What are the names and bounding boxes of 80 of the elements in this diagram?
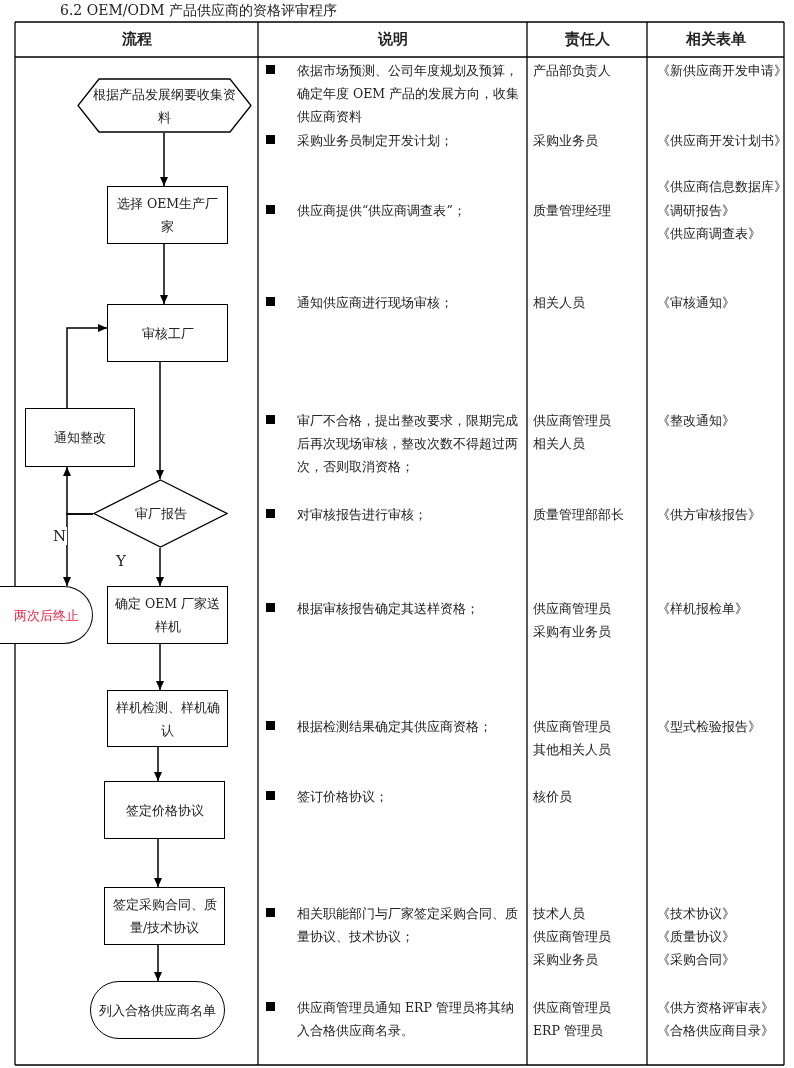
table-text: 《供应商调查表》 xyxy=(657,225,762,243)
column-header: 流程 xyxy=(120,29,153,50)
arrow xyxy=(156,643,164,691)
table-text: 《技术协议》 xyxy=(657,905,736,923)
description-text: 通知供应商进行现场审核； xyxy=(297,294,454,312)
table-text: 核价员 xyxy=(533,788,573,806)
table-text: 供应商管理员 xyxy=(533,718,612,736)
table-text: 产品部负责人 xyxy=(533,62,612,80)
arrow xyxy=(154,944,162,982)
arrow xyxy=(160,132,168,187)
table-text: 《供应商信息数据库》 xyxy=(657,178,783,196)
node-text: 确定 OEM 厂家送样机 xyxy=(113,595,222,636)
column-header: 相关表单 xyxy=(684,29,747,50)
node-text: 根据产品发展纲要收集资料 xyxy=(92,85,237,127)
table-text: 《采购合同》 xyxy=(657,951,736,969)
node-text: 通知整改 xyxy=(53,429,107,447)
table-text: 供应商管理员 xyxy=(533,600,612,618)
table-text: 供应商管理员 xyxy=(533,928,612,946)
description-text: 相关职能部门与厂家签定采购合同、质量协议、技术协议； xyxy=(297,905,519,946)
table-text: 《型式检验报告》 xyxy=(657,718,762,736)
process-box xyxy=(104,887,225,945)
table-text: 相关人员 xyxy=(533,294,586,312)
table-text: 采购业务员 xyxy=(533,132,599,150)
table-text: 采购业务员 xyxy=(533,951,599,969)
arrow xyxy=(63,513,94,587)
table-text: 《供方资格评审表》 xyxy=(657,999,775,1017)
description-text: 对审核报告进行审核； xyxy=(297,506,428,524)
table-text: 《审核通知》 xyxy=(657,294,736,312)
node-text: 选择 OEM生产厂家 xyxy=(115,195,220,236)
description-text: 供应商管理员通知 ERP 管理员将其纳入合格供应商名录。 xyxy=(297,999,515,1040)
node-text: 审核工厂 xyxy=(140,324,195,343)
table-text: 《供应商开发计划书》 xyxy=(657,132,783,150)
edge-label: N xyxy=(52,527,68,545)
table-text: ERP 管理员 xyxy=(533,1022,604,1040)
table-text: 供应商管理员 xyxy=(533,999,612,1017)
description-text: 审厂不合格，提出整改要求，限期完成后再次现场审核，整改次数不得超过两次，否则取消资格； xyxy=(297,412,519,476)
process-box xyxy=(107,690,228,747)
table-text: 供应商管理员 xyxy=(533,412,612,430)
arrow xyxy=(66,324,108,409)
table-text: 质量管理经理 xyxy=(533,202,612,220)
description-text: 供应商提供“供应商调查表”； xyxy=(297,202,467,220)
table-text: 技术人员 xyxy=(533,905,586,923)
arrow xyxy=(154,746,162,782)
table-text: 质量管理部部长 xyxy=(533,506,625,524)
arrow xyxy=(156,361,164,480)
arrow xyxy=(160,243,168,305)
description-text: 根据检测结果确定其供应商资格； xyxy=(297,718,493,736)
table-text: 《整改通知》 xyxy=(657,412,736,430)
description-text: 采购业务员制定开发计划； xyxy=(297,132,454,150)
preparation-hexagon xyxy=(77,78,252,133)
arrow xyxy=(156,547,164,587)
table-text: 《样机报检单》 xyxy=(657,600,749,618)
decision-diamond xyxy=(93,479,228,548)
process-box xyxy=(107,304,228,362)
column-header: 说明 xyxy=(376,29,409,50)
table-text: 其他相关人员 xyxy=(533,741,612,759)
process-box xyxy=(107,586,228,644)
table-text: 相关人员 xyxy=(533,435,586,453)
process-box xyxy=(25,408,135,467)
table-text: 《质量协议》 xyxy=(657,928,736,946)
node-text: 审厂报告 xyxy=(133,505,188,523)
process-box xyxy=(104,781,225,839)
node-text: 签定采购合同、质量/技术协议 xyxy=(111,896,218,937)
description-text: 根据审核报告确定其送样资格； xyxy=(297,600,480,618)
terminator-shape xyxy=(0,586,93,644)
table-text: 采购有业务员 xyxy=(533,623,612,641)
node-text: 列入合格供应商名单 xyxy=(98,1001,217,1020)
description-text: 依据市场预测、公司年度规划及预算，确定年度 OEM 产品的发展方向，收集供应商资料 xyxy=(297,62,521,126)
process-box xyxy=(107,186,228,244)
table-text: 《新供应商开发申请》 xyxy=(657,62,783,80)
description-text: 签订价格协议； xyxy=(297,788,389,806)
table-text: 《调研报告》 xyxy=(657,202,736,220)
node-text: 签定价格协议 xyxy=(124,801,205,820)
table-text: 《合格供应商目录》 xyxy=(657,1022,775,1040)
node-text: 两次后终止 xyxy=(12,606,80,625)
title: 6.2 OEM/ODM 产品供应商的资格评审程序 xyxy=(60,1,337,20)
column-header: 责任人 xyxy=(563,29,611,50)
node-text: 样机检测、样机确认 xyxy=(114,698,221,740)
arrow xyxy=(154,838,162,888)
table-text: 《供方审核报告》 xyxy=(657,506,762,524)
